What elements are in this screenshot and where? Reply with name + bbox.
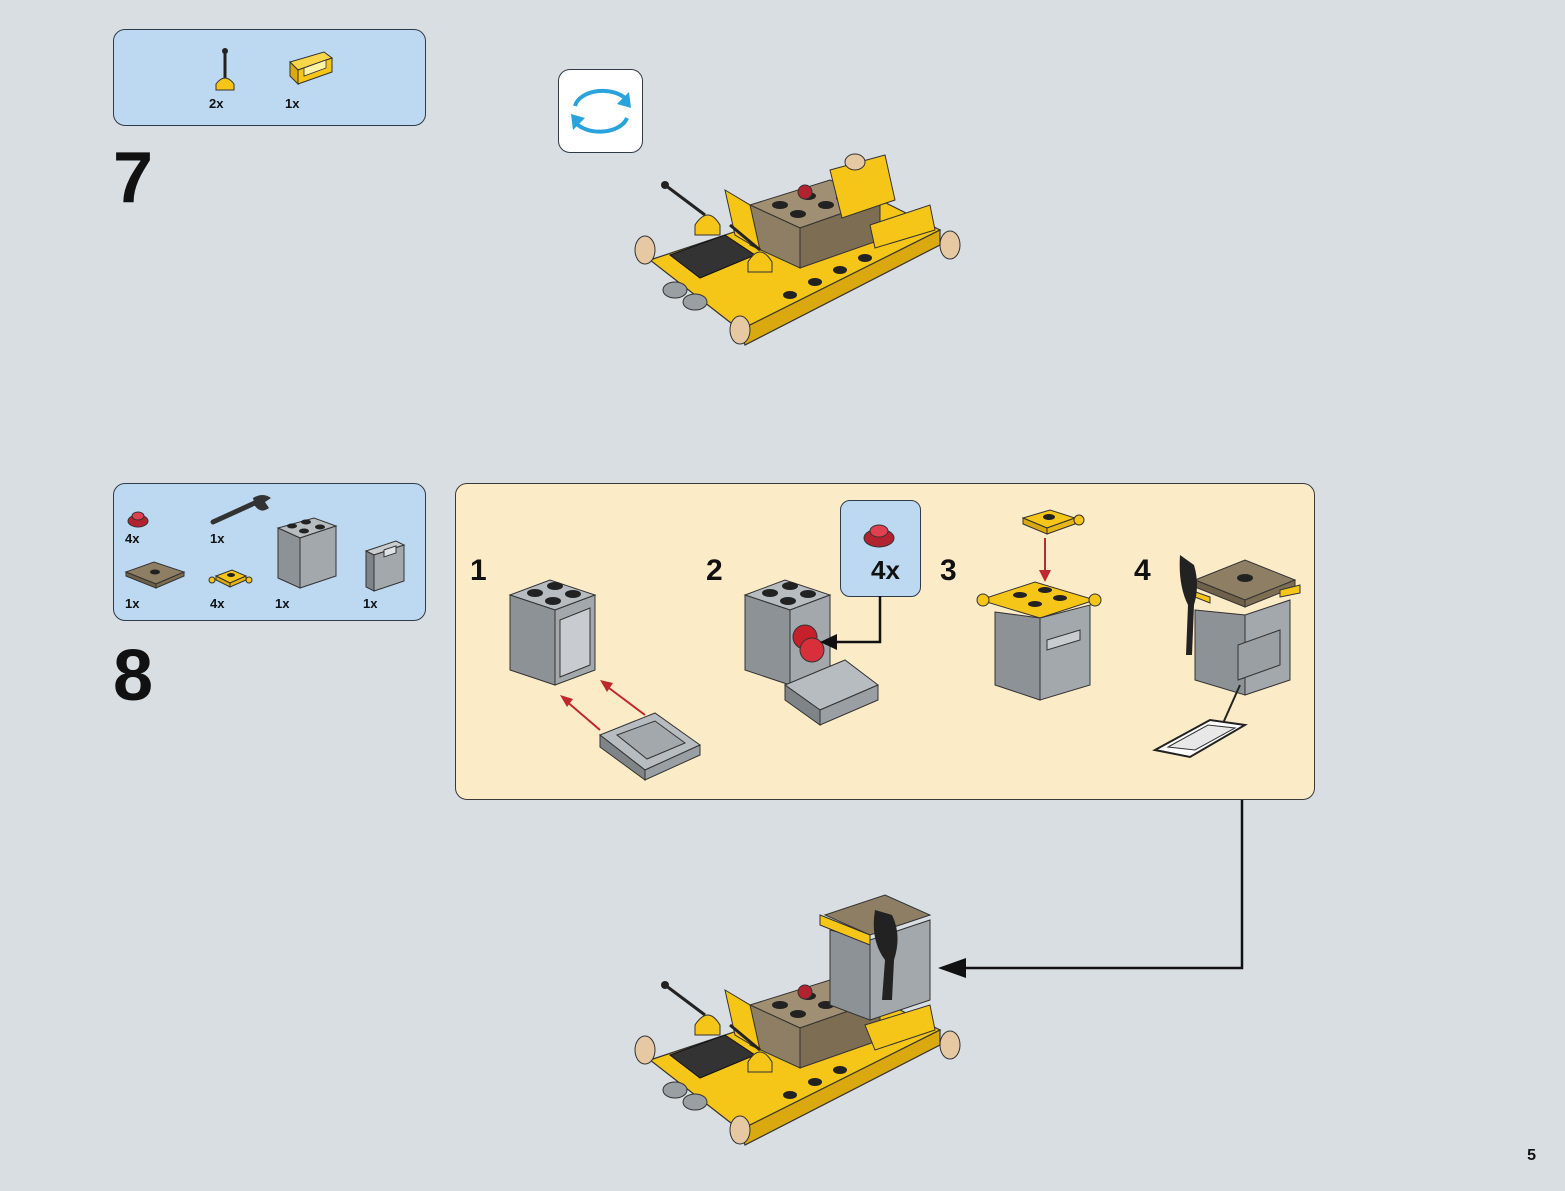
- substep4-illustration: [1152, 555, 1301, 759]
- substep2-illustration: [743, 579, 879, 726]
- vehicle-model-step8: [634, 894, 961, 1146]
- printed-door-icon: [364, 540, 406, 592]
- part-qty: 2x: [209, 96, 224, 111]
- step-number: 8: [113, 636, 154, 716]
- part-qty: 1x: [275, 596, 290, 611]
- part-qty: 1x: [285, 96, 300, 111]
- part-qty: 4x: [125, 531, 140, 546]
- part-qty: 1x: [363, 596, 378, 611]
- round-plate-red-icon: [127, 511, 149, 528]
- page-number: 5: [1527, 1147, 1536, 1164]
- substep1-illustration: [508, 579, 701, 781]
- step-number: 7: [113, 138, 154, 218]
- rotate-model-box: [558, 69, 643, 153]
- tan-tile-icon: [124, 561, 186, 589]
- round-plate-red-icon: [863, 524, 895, 548]
- parts-callout: 4x: [840, 500, 921, 597]
- substep-number: 4: [1134, 554, 1151, 587]
- plate-with-clips-icon: [208, 569, 253, 588]
- callout-qty: 4x: [871, 555, 900, 585]
- step7-parts-box: 2x 1x: [113, 29, 426, 126]
- vehicle-model-step7: [634, 153, 961, 346]
- part-qty: 1x: [125, 596, 140, 611]
- lever-base-icon: [215, 48, 235, 91]
- substep-number: 3: [940, 554, 957, 587]
- connector-arrow: [938, 800, 1244, 978]
- callout-arrow: [820, 596, 882, 650]
- substep3-illustration: [976, 509, 1102, 701]
- substep-number: 1: [470, 554, 487, 587]
- substep-number: 2: [706, 554, 723, 587]
- part-qty: 4x: [210, 596, 225, 611]
- windscreen-icon: [289, 51, 334, 86]
- wrench-icon: [210, 495, 271, 525]
- part-qty: 1x: [210, 531, 225, 546]
- step8-parts-box: 4x 1x 1x 1x 4x 1x: [113, 483, 426, 621]
- container-box-icon: [276, 517, 338, 589]
- rotate-model-icon: [571, 88, 631, 134]
